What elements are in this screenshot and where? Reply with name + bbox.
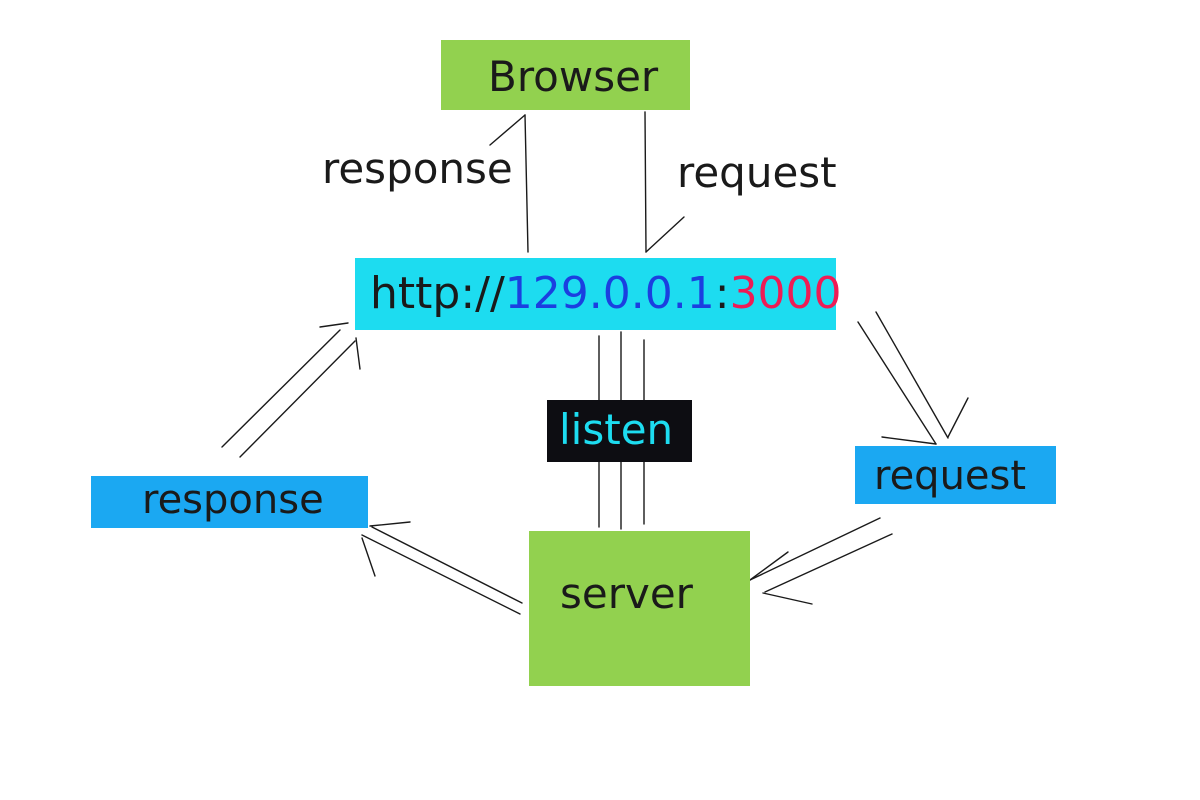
url-port: 3000: [729, 268, 842, 319]
request-node-label: request: [874, 453, 1027, 499]
url-host: 129.0.0.1: [504, 268, 715, 319]
response-arrow-to-url-b: [239, 340, 356, 458]
listen-label: listen: [559, 405, 674, 454]
request-arrow-from-url-a: [875, 311, 949, 439]
response-arrow-from-server-b: [361, 534, 521, 615]
request-edge-label: request: [677, 148, 837, 197]
request-arrowhead-to-server-a: [749, 551, 789, 581]
request-arrowhead-to-server-b: [762, 592, 813, 605]
response-arrow-from-server-a: [371, 526, 523, 604]
url-text: http://129.0.0.1:3000: [370, 272, 842, 316]
request-arrow-to-server-a: [749, 517, 881, 581]
response-edge-label: response: [322, 144, 513, 193]
server-node: server: [529, 531, 750, 686]
url-node: http://129.0.0.1:3000: [355, 258, 842, 330]
browser-label: Browser: [488, 52, 659, 101]
browser-node: Browser: [441, 40, 690, 110]
response-arrowhead-to-browser: [489, 114, 526, 146]
response-arrowhead-from-server-a: [369, 521, 411, 527]
response-arrowhead-from-server-b: [361, 537, 376, 577]
response-arrowhead-to-url-a: [319, 322, 349, 328]
request-node: request: [855, 446, 1056, 504]
request-arrow-to-server-b: [764, 533, 893, 593]
server-label: server: [560, 569, 693, 618]
response-node: response: [91, 476, 368, 528]
url-protocol: http://: [370, 268, 505, 319]
request-arrow-from-browser: [644, 111, 647, 253]
response-node-label: response: [142, 477, 324, 523]
request-arrowhead-from-url-a: [947, 397, 969, 438]
request-arrowhead-from-browser: [645, 216, 685, 253]
response-arrow-to-browser: [524, 114, 529, 253]
request-arrowhead-from-url-b: [881, 436, 937, 445]
url-colon: :: [714, 268, 730, 319]
listen-node: listen: [547, 400, 692, 462]
request-arrow-from-url-b: [857, 321, 937, 445]
response-arrow-to-url-a: [221, 329, 341, 448]
response-arrowhead-to-url-b: [355, 337, 361, 370]
